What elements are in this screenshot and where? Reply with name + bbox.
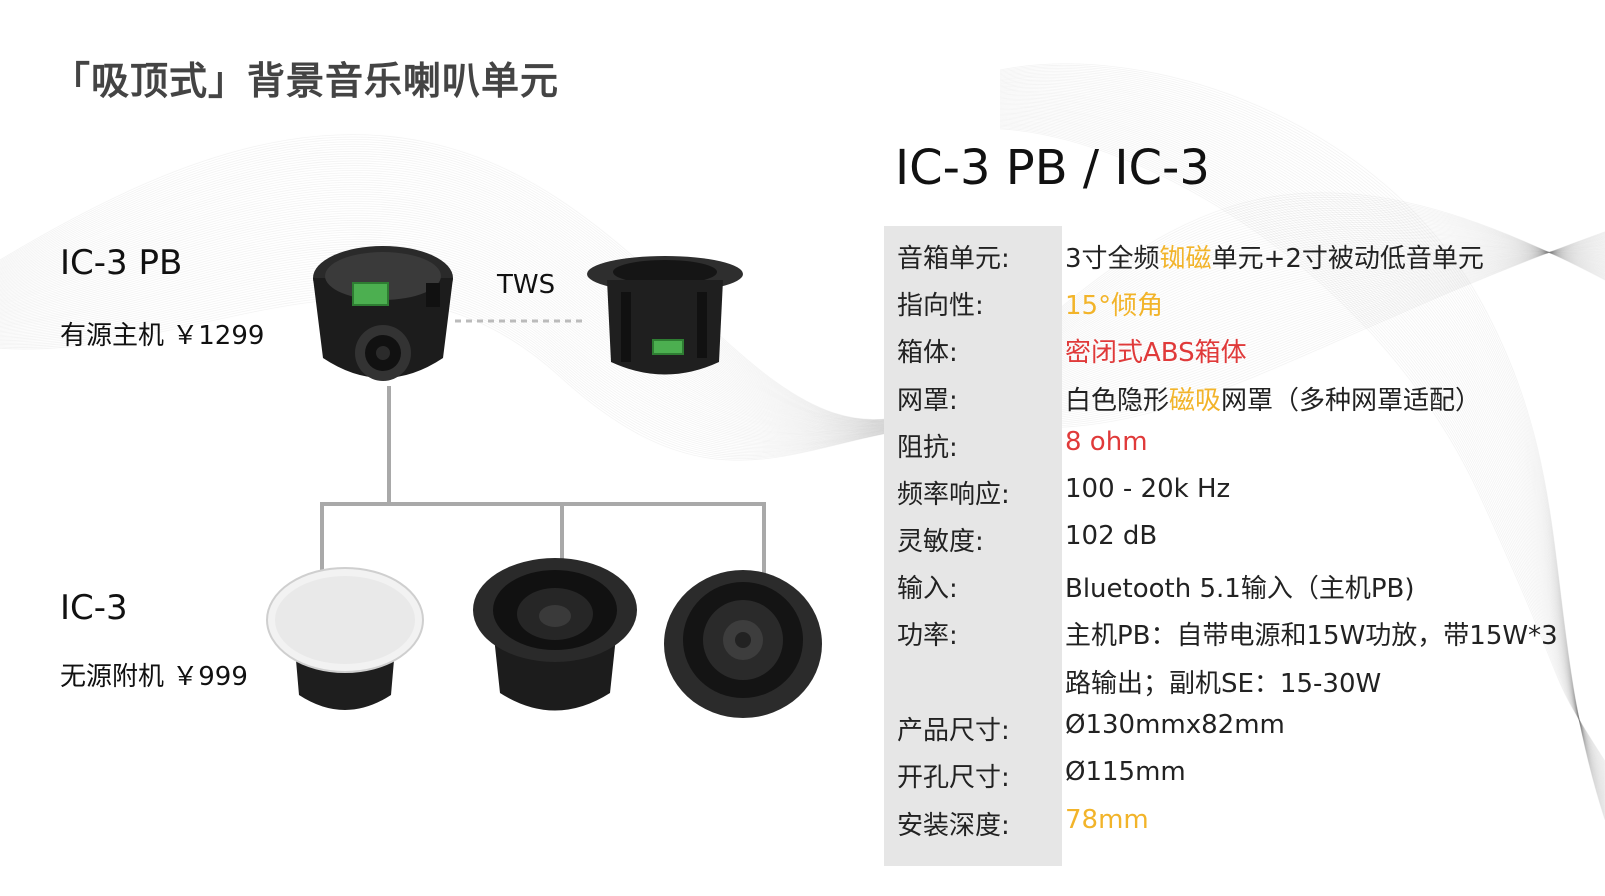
connector-drop-2: [560, 502, 564, 574]
open-speaker-image: [473, 558, 637, 711]
tws-link-line: [455, 319, 585, 323]
spec-row: 产品尺寸: Ø130mmx82mm: [897, 710, 1597, 756]
front-speaker-image: [664, 570, 822, 718]
spec-value: Bluetooth 5.1输入（主机PB): [1065, 574, 1415, 604]
spec-row: 指向性: 15°倾角: [897, 285, 1597, 331]
spec-row: 音箱单元: 3寸全频铷磁单元+2寸被动低音单元: [897, 238, 1597, 284]
spec-row: 阻抗: 8 ohm: [897, 427, 1597, 473]
spec-value: 8 ohm: [1065, 427, 1148, 457]
spec-label: 功率:: [897, 621, 958, 651]
connector-horizontal: [320, 502, 766, 506]
spec-label: 产品尺寸:: [897, 716, 1010, 746]
spec-label: 音箱单元:: [897, 244, 1010, 274]
spec-value: 密闭式ABS箱体: [1065, 338, 1247, 368]
active-speaker-side-image: [587, 256, 743, 375]
passive-product-price: 无源附机 ￥999: [60, 662, 248, 692]
spec-label-band: [884, 226, 1062, 866]
connector-drop-1: [320, 502, 324, 582]
spec-row: 箱体: 密闭式ABS箱体: [897, 332, 1597, 378]
spec-label: 输入:: [897, 574, 958, 604]
model-title: IC-3 PB / IC-3: [895, 140, 1210, 196]
grille-speaker-image: [266, 567, 424, 710]
passive-product-name: IC-3: [60, 588, 128, 628]
spec-row: 开孔尺寸: Ø115mm: [897, 757, 1597, 803]
spec-value: 78mm: [1065, 805, 1149, 835]
spec-value: 主机PB：自带电源和15W功放，带15W*3: [1065, 621, 1558, 651]
spec-row: 输入: Bluetooth 5.1输入（主机PB): [897, 568, 1597, 614]
tws-label: TWS: [497, 270, 556, 300]
spec-value: 102 dB: [1065, 521, 1158, 551]
active-product-name: IC-3 PB: [60, 243, 183, 283]
spec-value: 白色隐形磁吸网罩（多种网罩适配）: [1065, 386, 1482, 416]
active-speaker-rear-image: [313, 246, 453, 381]
active-product-price: 有源主机 ￥1299: [60, 321, 265, 351]
spec-row: 功率: 主机PB：自带电源和15W功放，带15W*3 路输出；副机SE：15-30W: [897, 615, 1597, 699]
spec-label: 灵敏度:: [897, 527, 984, 557]
spec-value: 100 - 20k Hz: [1065, 474, 1231, 504]
spec-value: Ø130mmx82mm: [1065, 710, 1285, 740]
spec-value-continued: 路输出；副机SE：15-30W: [1065, 669, 1382, 699]
connector-vertical-main: [387, 386, 391, 504]
spec-value: 15°倾角: [1065, 291, 1164, 321]
spec-row: 安装深度: 78mm: [897, 805, 1597, 851]
spec-label: 指向性:: [897, 291, 984, 321]
spec-label: 开孔尺寸:: [897, 763, 1010, 793]
spec-value: 3寸全频铷磁单元+2寸被动低音单元: [1065, 244, 1484, 274]
spec-row: 灵敏度: 102 dB: [897, 521, 1597, 567]
page-title: 「吸顶式」背景音乐喇叭单元: [52, 59, 560, 103]
spec-label: 网罩:: [897, 386, 958, 416]
spec-label: 安装深度:: [897, 811, 1010, 841]
spec-row: 网罩: 白色隐形磁吸网罩（多种网罩适配）: [897, 380, 1597, 426]
spec-label: 频率响应:: [897, 480, 1010, 510]
spec-label: 箱体:: [897, 338, 958, 368]
spec-value: Ø115mm: [1065, 757, 1186, 787]
spec-row: 频率响应: 100 - 20k Hz: [897, 474, 1597, 520]
connector-drop-3: [762, 502, 766, 582]
spec-label: 阻抗:: [897, 433, 958, 463]
